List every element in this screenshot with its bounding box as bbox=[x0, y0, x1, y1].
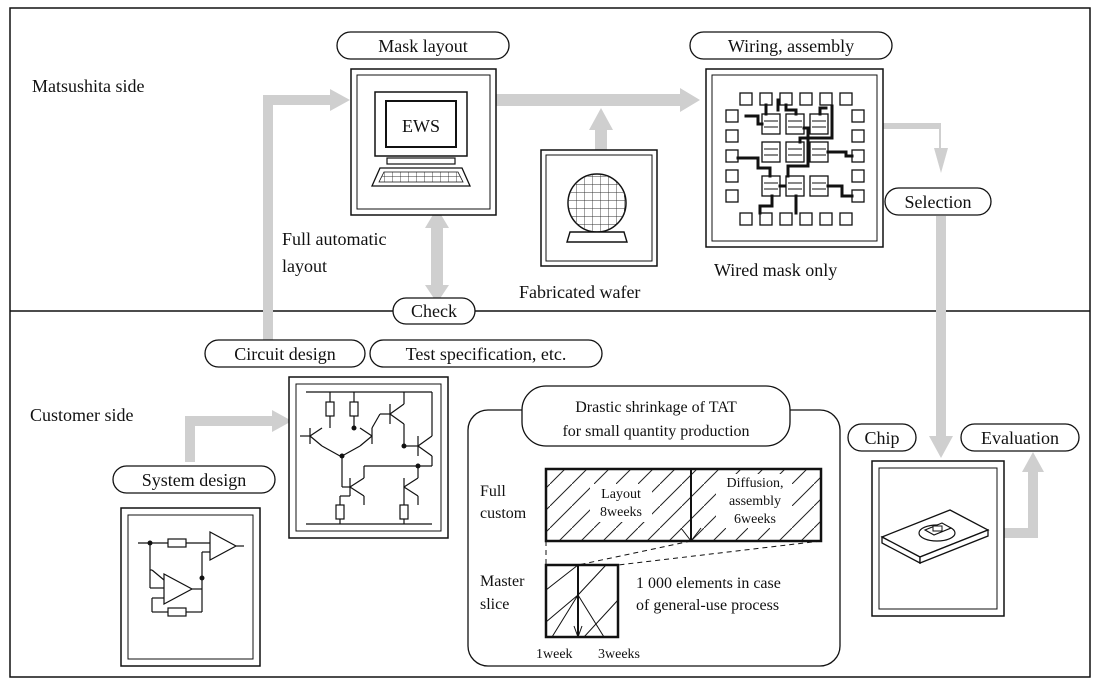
step-check: Check bbox=[392, 297, 476, 325]
full-automatic-line1: Full automatic bbox=[282, 229, 386, 249]
step-system-design: System design bbox=[112, 465, 276, 494]
chip-label: Chip bbox=[864, 428, 899, 448]
layout-text-line2: 8weeks bbox=[600, 505, 642, 520]
step-wiring-assembly: Wiring, assembly bbox=[689, 31, 893, 60]
wired-mask-caption: Wired mask only bbox=[714, 260, 837, 280]
chip-icon bbox=[871, 460, 1005, 617]
test-specification-label: Test specification, etc. bbox=[406, 344, 567, 364]
arrow-wafer-up bbox=[589, 108, 613, 150]
full-automatic-line2: layout bbox=[282, 256, 327, 276]
matsushita-side-label: Matsushita side bbox=[32, 76, 145, 96]
wafer-icon bbox=[540, 149, 658, 267]
week1-label: 1week bbox=[536, 647, 573, 662]
elements-note-line2: of general-use process bbox=[636, 597, 779, 614]
step-test-specification: Test specification, etc. bbox=[369, 339, 603, 368]
selection-label: Selection bbox=[905, 192, 972, 212]
step-selection: Selection bbox=[884, 187, 992, 216]
evaluation-label: Evaluation bbox=[981, 428, 1059, 448]
circuit-design-label: Circuit design bbox=[234, 344, 336, 364]
tat-title-line1: Drastic shrinkage of TAT bbox=[575, 399, 737, 416]
circuit-schematic-icon bbox=[288, 376, 449, 539]
outer-frame bbox=[9, 7, 1091, 678]
arrow-wiring-to-selection bbox=[882, 123, 948, 173]
step-mask-layout: Mask layout bbox=[336, 31, 510, 60]
fabricated-wafer-caption: Fabricated wafer bbox=[519, 282, 640, 302]
master-slice-line1: Master bbox=[480, 573, 525, 590]
ews-label: EWS bbox=[402, 116, 440, 136]
arrow-system-to-circuit bbox=[185, 410, 292, 462]
arrow-circuit-to-mask bbox=[263, 89, 350, 340]
week3-label: 3weeks bbox=[598, 647, 640, 662]
arrow-check-double bbox=[425, 208, 449, 303]
full-custom-line2: custom bbox=[480, 505, 527, 522]
layout-text-line1: Layout bbox=[601, 487, 641, 502]
tat-title-line2: for small quantity production bbox=[562, 423, 749, 440]
check-label: Check bbox=[411, 301, 457, 321]
arrow-chip-to-evaluation bbox=[1004, 452, 1044, 538]
flow-arrows bbox=[185, 88, 1044, 538]
step-evaluation: Evaluation bbox=[960, 423, 1080, 452]
diffusion-text-line3: 6weeks bbox=[734, 512, 776, 527]
diffusion-text-line2: assembly bbox=[729, 494, 781, 509]
customer-side-label: Customer side bbox=[30, 405, 134, 425]
tat-panel: Drastic shrinkage of TAT for small quant… bbox=[467, 385, 841, 667]
diffusion-text-line1: Diffusion, bbox=[727, 476, 784, 491]
elements-note-line1: 1 000 elements in case bbox=[636, 575, 781, 592]
step-circuit-design: Circuit design bbox=[204, 339, 366, 368]
tat-title-pill bbox=[521, 385, 791, 447]
system-schematic-icon bbox=[120, 507, 261, 667]
wiring-assembly-label: Wiring, assembly bbox=[728, 36, 854, 56]
mask-layout-label: Mask layout bbox=[378, 36, 468, 56]
full-custom-line1: Full bbox=[480, 483, 506, 500]
master-slice-line2: slice bbox=[480, 596, 509, 613]
arrow-selection-to-chip bbox=[929, 216, 953, 458]
wired-mask-icon bbox=[705, 68, 884, 248]
ews-computer-icon: EWS bbox=[350, 68, 497, 216]
system-design-label: System design bbox=[142, 470, 247, 490]
full-custom-bar bbox=[544, 467, 823, 543]
step-chip: Chip bbox=[847, 423, 917, 452]
arrow-mask-to-wiring bbox=[495, 88, 700, 112]
